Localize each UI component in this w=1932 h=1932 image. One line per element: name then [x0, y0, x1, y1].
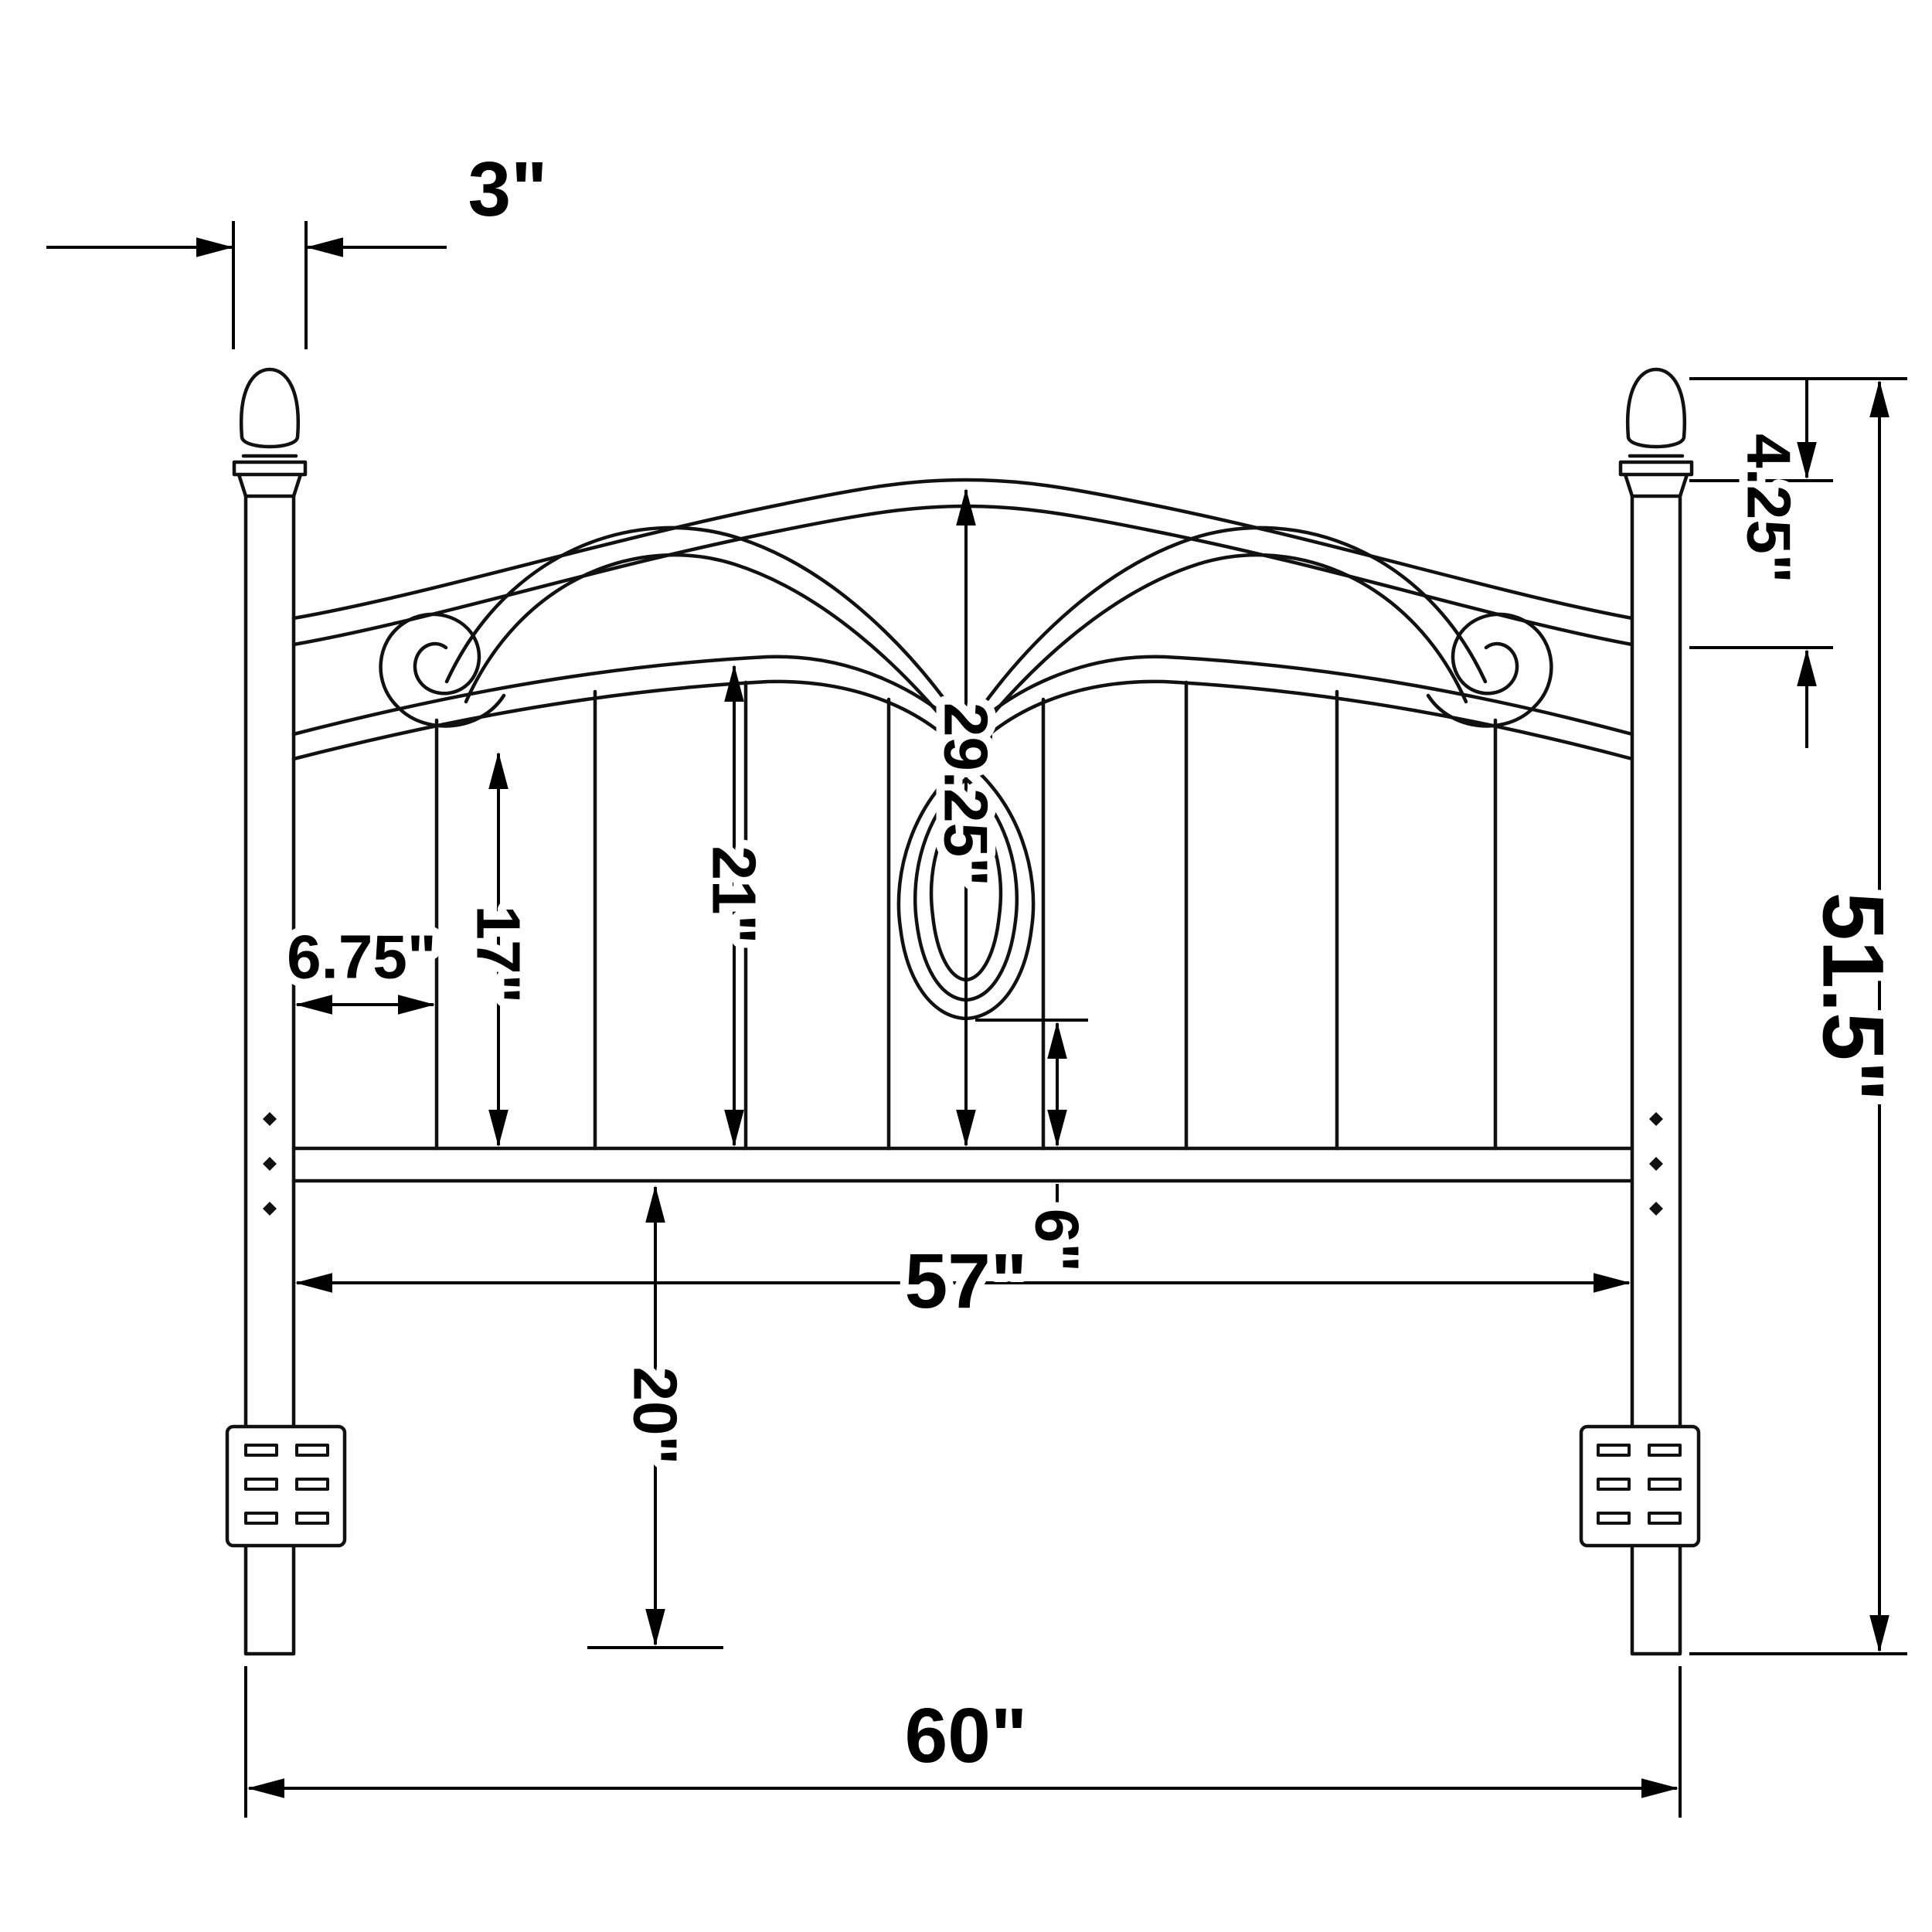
right-post: [1618, 367, 1694, 1656]
dim-label-short-spindle-height: 17": [464, 906, 533, 1004]
right-swoop-inner: [975, 553, 1468, 736]
dim-label-post-top-width: 3": [468, 146, 547, 233]
left-bracket: [225, 1424, 347, 1548]
dim-rail-to-floor: [587, 1185, 723, 1649]
right-post-peg-markers: [1649, 1112, 1663, 1216]
right-finial: [1625, 367, 1687, 449]
left-scroll-ornament: [379, 612, 506, 728]
dim-overall-height: [1689, 377, 1907, 1655]
dim-post-top-width-extension-lines: [232, 221, 308, 349]
left-swoop-inner: [464, 553, 957, 736]
dim-label-post-to-first-spindle: 6.75": [287, 923, 437, 992]
left-post-peg-markers: [263, 1112, 277, 1216]
left-post: [232, 367, 308, 1656]
bottom-rail: [291, 1146, 1634, 1183]
dim-label-rail-to-floor: 20": [621, 1367, 690, 1465]
left-finial-collar: [232, 454, 308, 498]
dim-label-finial-height: 4.25": [1735, 434, 1804, 583]
left-bracket-slots: [244, 1444, 329, 1525]
right-finial-collar: [1618, 454, 1694, 498]
spindles: [434, 680, 1498, 1151]
dim-overall-width: [244, 1666, 1682, 1818]
right-post-shaft: [1630, 494, 1682, 1656]
band-lower-right-lower: [964, 679, 1634, 761]
dim-label-inner-width: 57": [905, 1238, 1028, 1325]
band-lower-left-lower: [291, 679, 968, 761]
dim-overall-height-extension-lines: [1689, 377, 1907, 1655]
dim-pendant-to-rail: [975, 1019, 1088, 1207]
left-swoop-outer: [444, 526, 966, 729]
dim-finial-height-extension-lines: [1689, 479, 1833, 649]
right-bracket: [1579, 1424, 1701, 1548]
dim-label-tall-spindle-height: 21": [700, 846, 769, 944]
dim-label-overall-height: 51.5": [1805, 892, 1902, 1101]
dim-label-pendant-to-rail: 6": [1023, 1209, 1092, 1272]
dim-label-center-arch-height: 29.25": [932, 702, 1001, 886]
band-lower-right-upper: [967, 655, 1634, 736]
dim-post-top-width: [46, 221, 447, 349]
left-finial: [239, 367, 301, 449]
top-arch-outer-curve: [291, 478, 1634, 621]
dim-overall-width-extension-lines: [244, 1666, 1682, 1818]
dim-label-overall-width: 60": [905, 1692, 1028, 1779]
swoop-curves: [444, 526, 1488, 736]
left-post-shaft: [243, 494, 296, 1656]
band-lower-edge: [291, 655, 1634, 761]
headboard-outline: [225, 367, 1701, 1656]
band-lower-left-upper: [291, 655, 965, 736]
right-bracket-slots: [1597, 1444, 1682, 1525]
top-arch-inner-curve: [291, 504, 1634, 647]
dim-finial-height: [1689, 380, 1833, 748]
top-arch: [291, 478, 1634, 647]
right-scroll-ornament: [1426, 612, 1553, 728]
right-swoop-outer: [966, 526, 1488, 729]
